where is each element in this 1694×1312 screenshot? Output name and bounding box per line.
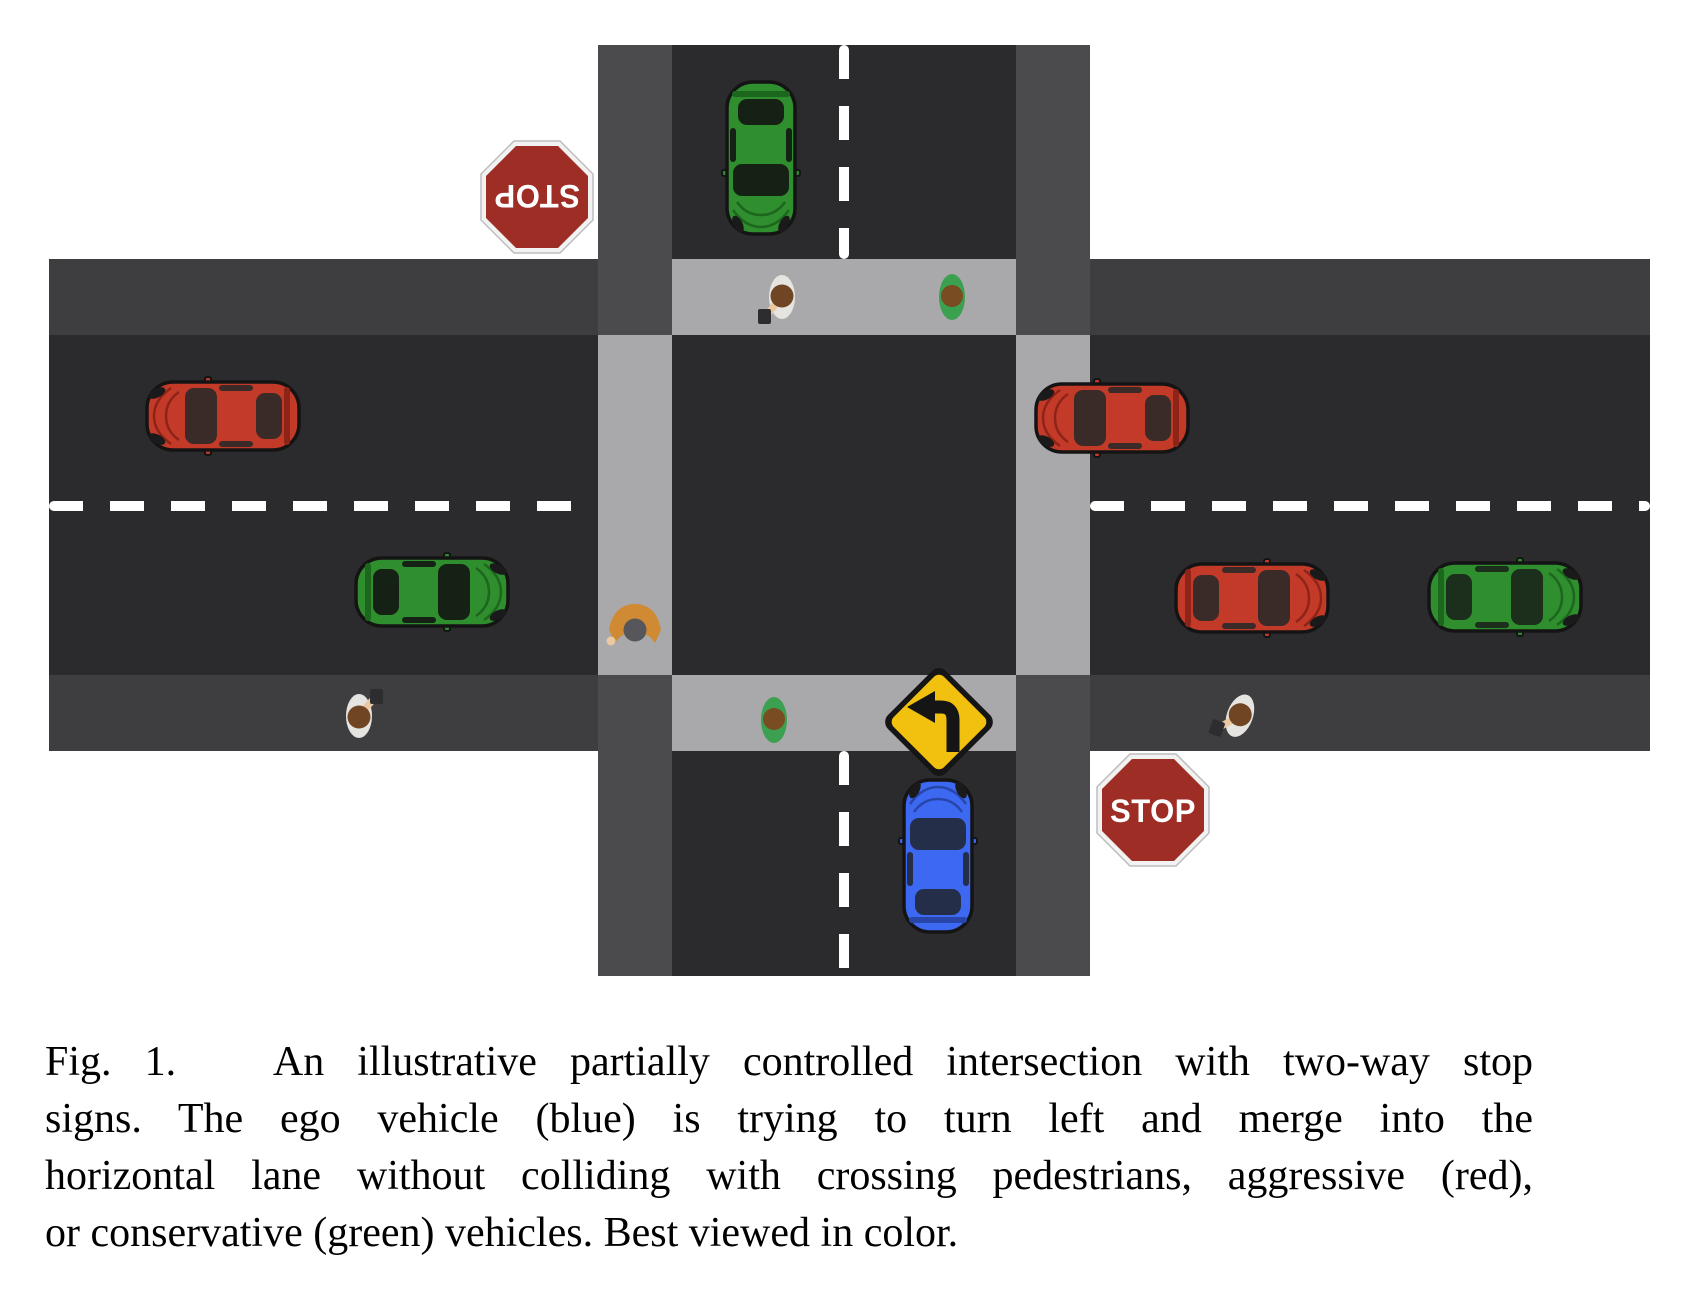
lane-dash-west bbox=[49, 501, 598, 511]
car-red-top-right bbox=[1032, 378, 1192, 458]
car-red-left bbox=[143, 376, 303, 456]
left-turn-sign bbox=[877, 660, 1001, 784]
left-turn-arrow-icon bbox=[907, 691, 960, 752]
ped-orange-left-crosswalk bbox=[605, 596, 665, 650]
car-green-top bbox=[721, 78, 801, 238]
ped-green-bottom-crosswalk bbox=[756, 692, 792, 748]
caption-line-2: signs. The ego vehicle (blue) is trying … bbox=[45, 1096, 1533, 1142]
ped-green-top-crosswalk bbox=[934, 269, 970, 325]
ped-phone-bottom-left bbox=[339, 686, 383, 746]
ped-phone-top-crosswalk bbox=[758, 267, 802, 327]
car-blue-ego bbox=[898, 776, 978, 936]
car-green-bottom-left bbox=[352, 552, 512, 632]
stop-sign-upside-down: STOP bbox=[477, 137, 597, 257]
lane-dash-east bbox=[1090, 501, 1650, 511]
stop-sign-bottom-right: STOP bbox=[1093, 750, 1213, 870]
car-red-bottom-right bbox=[1172, 558, 1332, 638]
figure-caption: Fig. 1. An illustrative partially contro… bbox=[45, 1034, 1533, 1262]
car-green-far-right bbox=[1425, 557, 1585, 637]
lane-dash-north bbox=[839, 45, 849, 259]
stop-sign-top-text: STOP bbox=[494, 178, 580, 214]
lane-dash-south bbox=[839, 751, 849, 976]
caption-line-3: horizontal lane without colliding with c… bbox=[45, 1153, 1533, 1199]
caption-line-1: Fig. 1. An illustrative partially contro… bbox=[45, 1039, 1533, 1085]
stop-sign-bottom-text: STOP bbox=[1110, 793, 1196, 829]
caption-line-4: or conservative (green) vehicles. Best v… bbox=[45, 1210, 959, 1256]
